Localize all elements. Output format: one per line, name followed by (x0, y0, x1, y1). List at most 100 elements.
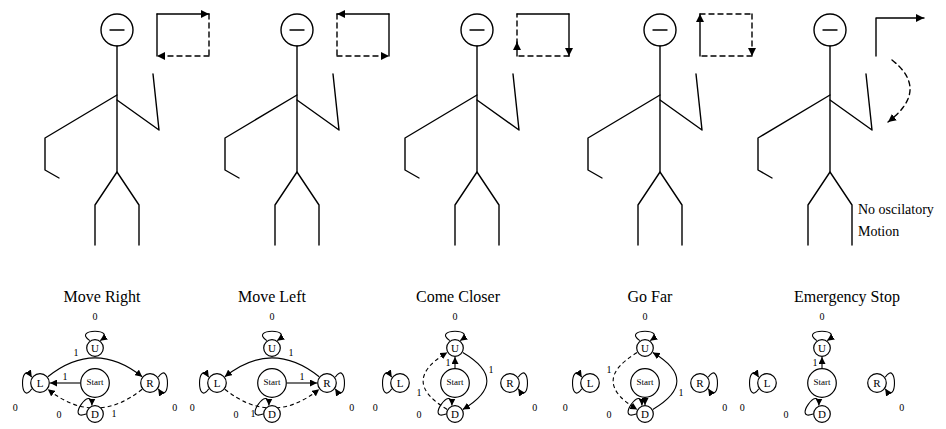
motion-path (156, 14, 157, 56)
state-name: Start (637, 378, 654, 388)
return-path (700, 55, 752, 56)
state-name: Start (87, 378, 104, 388)
state-name: L (37, 377, 44, 389)
state-name: L (397, 377, 404, 389)
transition-input: 0 (270, 311, 275, 322)
state-circle: U (636, 339, 654, 357)
face-mark (290, 29, 304, 30)
state-name: L (587, 377, 594, 389)
head (461, 14, 493, 46)
state-circle: D (813, 405, 831, 423)
transition-input: 0 (13, 402, 18, 413)
state-circle: L (757, 373, 777, 393)
transition-input: 1 (446, 357, 451, 368)
gesture-title: Go Far (628, 288, 673, 306)
head (281, 14, 313, 46)
transition-input: 0 (349, 402, 354, 413)
transition-input: 1 (489, 364, 494, 375)
transition-input: 0 (93, 311, 98, 322)
state-circle: U (446, 339, 464, 357)
motion-arrow (157, 13, 209, 14)
motion-path (517, 13, 569, 14)
head (814, 14, 846, 46)
transition-input: 0 (899, 402, 904, 413)
transition-input: 0 (607, 409, 612, 420)
state-name: R (696, 377, 703, 389)
gesture-title: Move Left (238, 288, 306, 306)
head (101, 14, 133, 46)
state-circle: L (580, 373, 600, 393)
transition-input: 0 (532, 402, 537, 413)
face-mark (470, 29, 484, 30)
gesture-title: Come Closer (416, 288, 500, 306)
head (644, 14, 676, 46)
state-name: L (764, 377, 771, 389)
left-arm (758, 95, 830, 178)
transition-input: 1 (288, 347, 293, 358)
torso (476, 46, 477, 172)
torso (116, 46, 117, 172)
state-name: D (641, 408, 649, 420)
state-circle: R (317, 373, 337, 393)
transition-input: 0 (417, 409, 422, 420)
state-name: D (91, 408, 99, 420)
state-name: Start (814, 378, 831, 388)
state-name: U (451, 342, 459, 354)
transition-input: 0 (643, 311, 648, 322)
state-circle: R (500, 373, 520, 393)
transition-arrow (454, 357, 455, 368)
stick-figure (45, 14, 209, 245)
state-name: R (506, 377, 513, 389)
right-arm (477, 74, 519, 130)
torso (659, 46, 660, 172)
state-name: D (818, 408, 826, 420)
gesture-note: No oscilatory Motion (858, 199, 944, 243)
transition-input: 1 (813, 357, 818, 368)
transition-input: 0 (190, 402, 195, 413)
transition-input: 0 (740, 402, 745, 413)
state-circle: D (636, 405, 654, 423)
right-arm (297, 74, 339, 130)
transition-input: 1 (606, 364, 611, 375)
state-name: D (451, 408, 459, 420)
gesture-title: Emergency Stop (794, 288, 900, 306)
return-path (208, 14, 209, 56)
return-arrow (751, 14, 752, 56)
state-name: D (268, 408, 276, 420)
motion-path (388, 14, 389, 56)
left-arm (45, 95, 117, 178)
legs (808, 172, 852, 245)
transition-input: 1 (251, 408, 256, 419)
state-name: U (818, 342, 826, 354)
stick-figure (405, 14, 569, 245)
transition-input: 1 (74, 347, 79, 358)
right-arm (117, 74, 159, 130)
stick-figure (225, 14, 389, 245)
return-arrow (516, 42, 517, 56)
motion-arrow (699, 14, 700, 56)
motion-arrow (568, 14, 569, 56)
state-circle: D (86, 405, 104, 423)
state-name: L (214, 377, 221, 389)
state-circle: R (140, 373, 160, 393)
return-arrow (337, 55, 389, 56)
state-circle: Start (440, 368, 470, 398)
state-circle: U (813, 339, 831, 357)
state-circle: Start (630, 368, 660, 398)
state-circle: D (446, 405, 464, 423)
transition-input: 0 (373, 402, 378, 413)
transition-input: 1 (300, 371, 305, 382)
motion-arrow (876, 18, 924, 56)
state-circle: R (690, 373, 710, 393)
state-circle: D (263, 405, 281, 423)
face-mark (823, 29, 837, 30)
stick-figure (588, 14, 752, 245)
transition-input: 1 (63, 371, 68, 382)
state-circle: U (86, 339, 104, 357)
transition-input: 0 (784, 409, 789, 420)
left-arm (588, 95, 660, 178)
state-circle: U (263, 339, 281, 357)
transition-input: 1 (679, 387, 684, 398)
right-arm (830, 74, 872, 130)
